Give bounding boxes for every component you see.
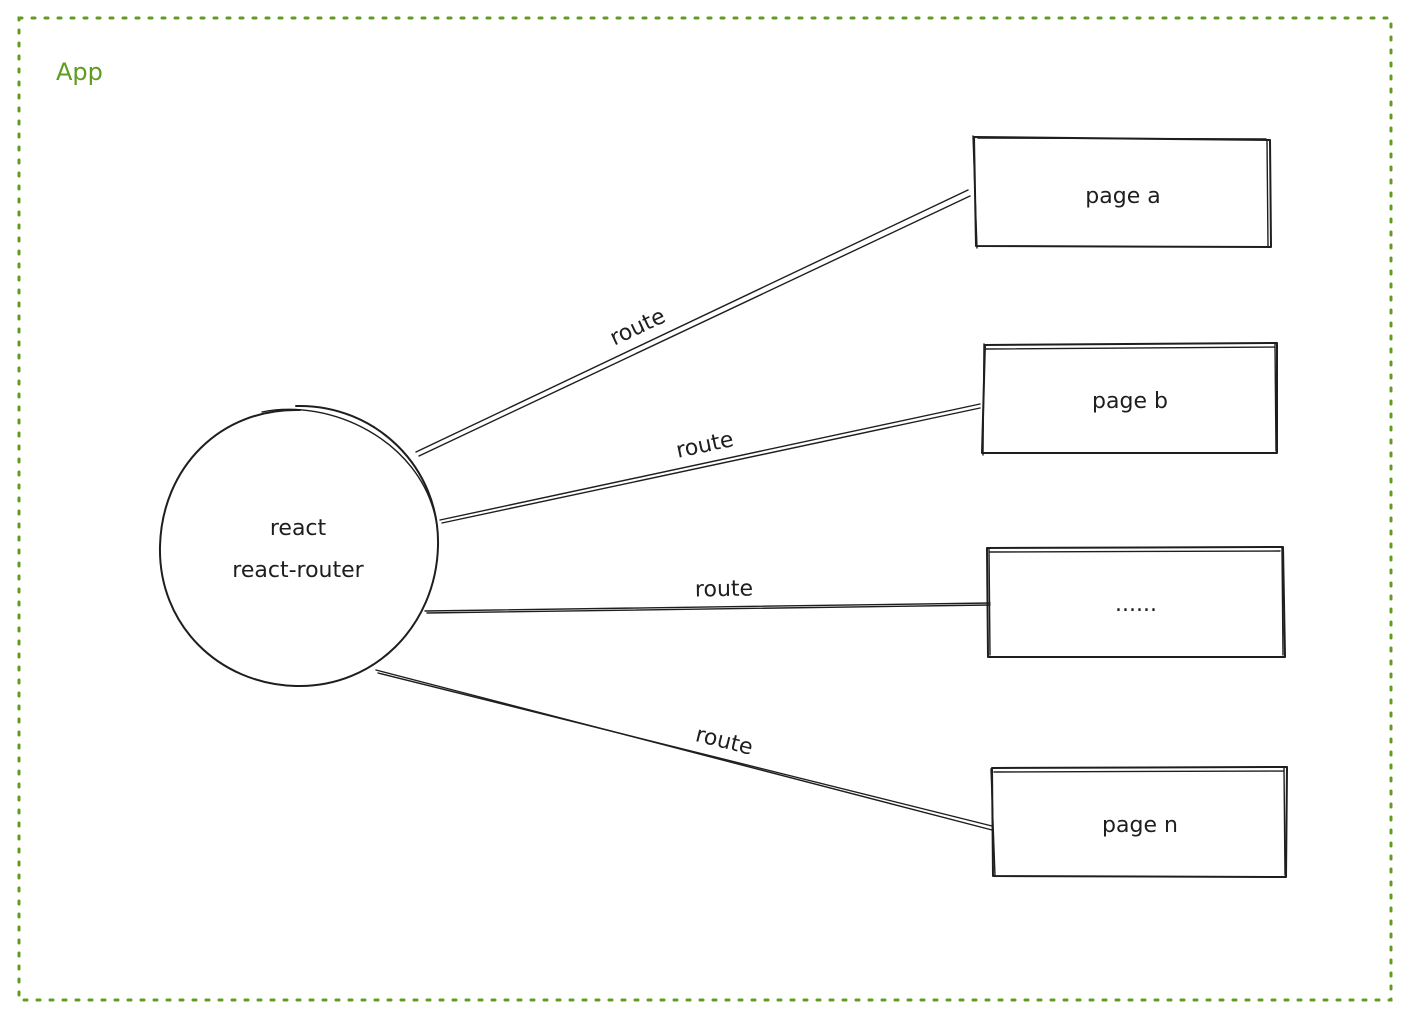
- page-box-ellipsis-overstroke: [988, 547, 1284, 656]
- page-box-a-overstroke: [972, 135, 1269, 249]
- edge-line-c: [424, 602, 991, 612]
- edge-line-d-double: [377, 672, 993, 827]
- page-box-n[interactable]: page n: [990, 766, 1288, 878]
- edge-line-d: [375, 669, 993, 831]
- edge-label-c: route: [695, 576, 754, 602]
- edge-route-b[interactable]: route: [439, 403, 981, 524]
- app-frame-label: App: [56, 58, 103, 86]
- page-box-n-overstroke: [990, 767, 1286, 877]
- edge-line-b-double: [441, 407, 981, 524]
- page-box-n-label: page n: [1102, 813, 1178, 838]
- edge-line-b: [439, 403, 981, 521]
- page-box-a-label: page a: [1085, 184, 1160, 209]
- router-circle-overstroke: [261, 408, 437, 521]
- page-box-ellipsis-border: [986, 546, 1286, 658]
- page-box-ellipsis[interactable]: ......: [986, 546, 1286, 658]
- edge-line-c-double: [426, 604, 991, 614]
- page-box-a[interactable]: page a: [972, 135, 1272, 249]
- edge-line-a: [415, 189, 969, 453]
- app-frame[interactable]: App: [17, 16, 1393, 1002]
- router-circle: [158, 404, 440, 688]
- page-box-b[interactable]: page b: [981, 342, 1278, 456]
- page-box-ellipsis-label: ......: [1115, 592, 1157, 617]
- page-box-n-border: [991, 766, 1288, 878]
- router-label-line1: react: [270, 516, 327, 541]
- edge-route-d[interactable]: route: [375, 669, 993, 831]
- edge-route-a[interactable]: route: [415, 189, 971, 457]
- page-box-b-label: page b: [1092, 389, 1168, 414]
- edge-label-a: route: [606, 304, 669, 351]
- edge-route-c[interactable]: route: [424, 576, 991, 614]
- router-label-line2: react-router: [232, 558, 364, 583]
- router-node[interactable]: react react-router: [158, 404, 440, 688]
- app-frame-border: [17, 16, 1393, 1002]
- page-box-b-overstroke: [982, 343, 1277, 456]
- edge-line-a-double: [418, 195, 971, 457]
